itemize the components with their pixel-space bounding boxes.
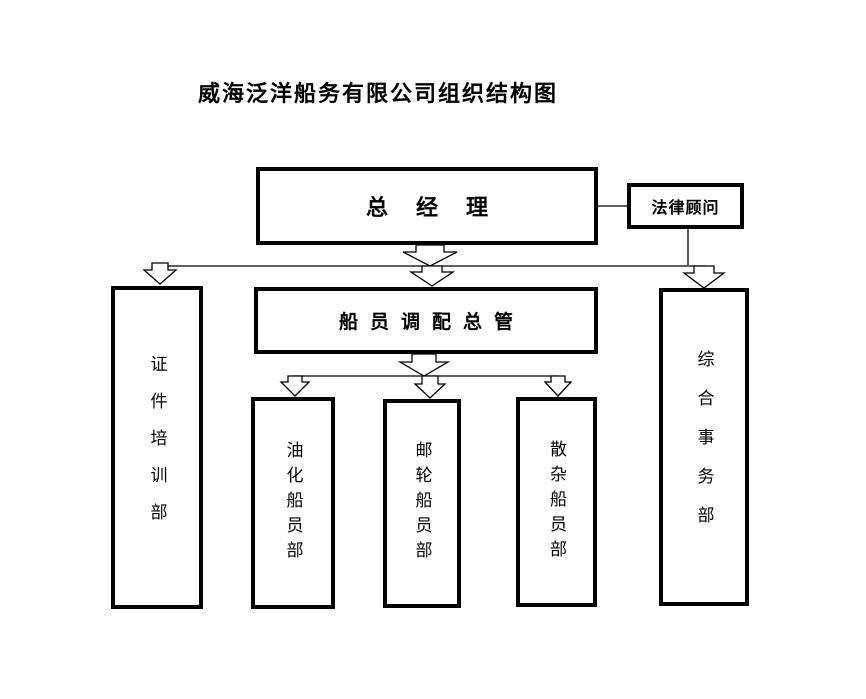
certificate-training-dept-label: 证件培训部: [146, 355, 167, 540]
crew-dispatch-manager-label: 船员调配总管: [338, 311, 525, 333]
arrow-crew-down: [397, 353, 451, 377]
arrow-to-mail: [413, 375, 447, 399]
arrow-to-cert: [142, 262, 178, 285]
chart-title: 威海泛洋船务有限公司组织结构图: [198, 82, 559, 107]
cruise-crew-dept-box: 邮轮船员部: [383, 399, 461, 608]
oil-tanker-crew-dept-box: 油化船员部: [251, 397, 335, 609]
arrow-to-admin: [682, 265, 726, 289]
oil-tanker-crew-dept-label: 油化船员部: [282, 440, 303, 566]
certificate-training-dept-box: 证件培训部: [111, 286, 203, 609]
bulk-crew-dept-box: 散杂船员部: [516, 397, 597, 607]
general-affairs-dept-box: 综合事务部: [659, 288, 749, 606]
arrow-to-crew: [408, 265, 456, 287]
arrow-to-oil: [279, 375, 311, 397]
cruise-crew-dept-label: 邮轮船员部: [411, 441, 432, 566]
crew-dispatch-manager-box: 船员调配总管: [254, 287, 598, 354]
legal-advisor-label: 法律顾问: [651, 198, 720, 217]
arrow-to-bulk: [543, 375, 573, 397]
legal-advisor-box: 法律顾问: [627, 183, 744, 229]
general-affairs-dept-label: 综合事务部: [693, 349, 714, 545]
general-manager-box: 总经理: [256, 167, 598, 245]
bulk-crew-dept-label: 散杂船员部: [546, 439, 566, 565]
general-manager-label: 总经理: [365, 196, 516, 221]
arrow-gm-down: [402, 244, 458, 267]
